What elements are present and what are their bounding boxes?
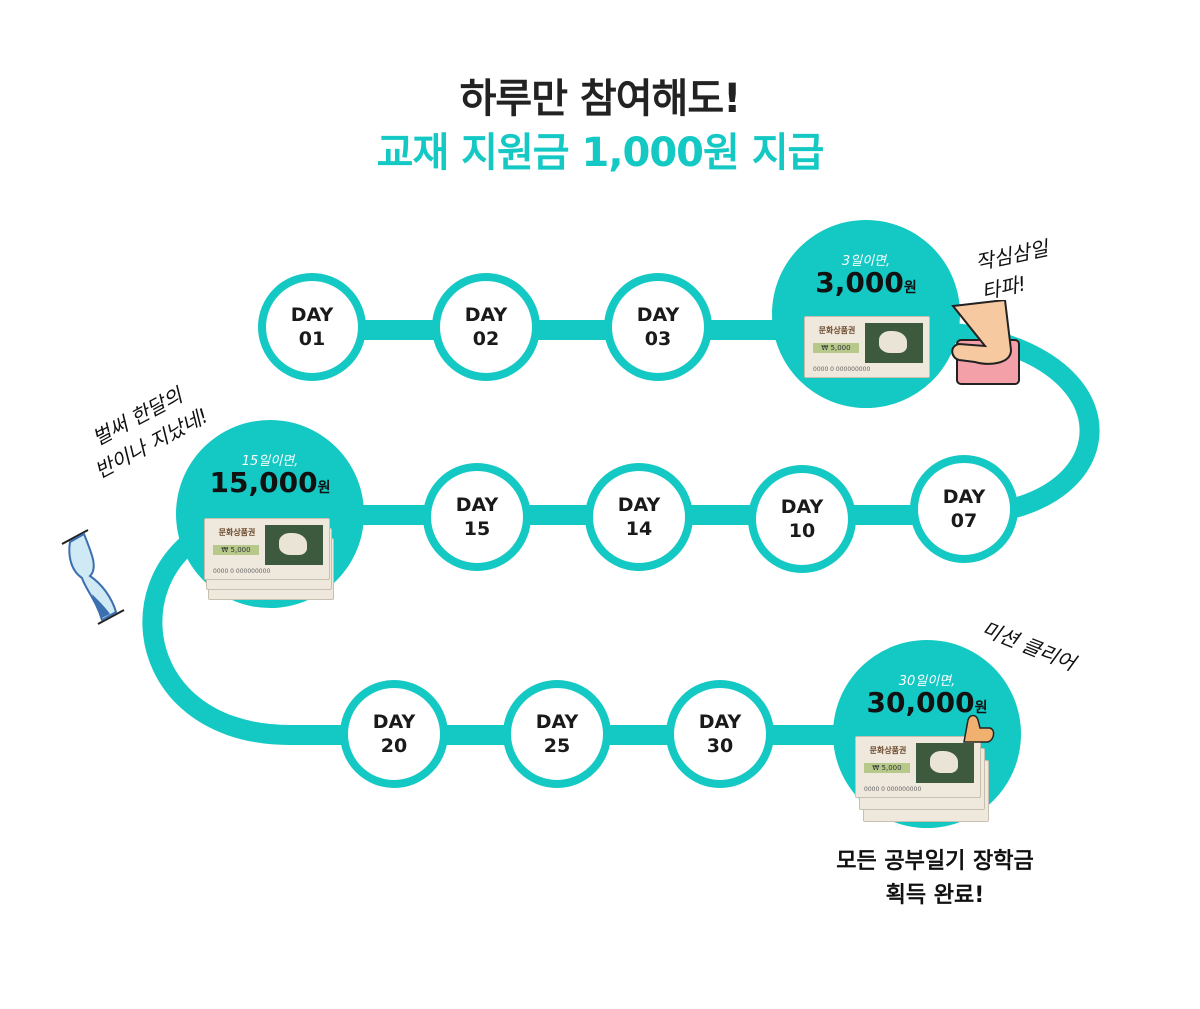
day-label: DAY [372,711,416,733]
day-20-circle: DAY 20 [340,680,448,788]
day-number: 30 [706,735,734,757]
tiger-illustration [265,525,323,565]
hourglass-icon [61,529,125,625]
day-label: DAY [698,711,742,733]
day-label: DAY [617,494,661,516]
day-07-circle: DAY 07 [910,455,1018,563]
headline-primary: 하루만 참여해도! [459,76,742,122]
voucher-serial: 0000 0 000000000 [213,568,271,575]
day-label: DAY [464,304,508,326]
prize-3-days: 3일이면, 3,000원 문화상품권 ₩ 5,000 0000 0 000000… [772,220,960,408]
voucher-value: ₩ 5,000 [213,545,259,555]
day-number: 15 [463,518,491,540]
day-03-circle: DAY 03 [604,273,712,381]
voucher-title: 문화상품권 [218,528,256,537]
prize-amount: 30,000원 [866,686,988,719]
prize-note: 3일이면, [841,254,891,269]
day-01-circle: DAY 01 [258,273,366,381]
day-number: 02 [472,328,500,350]
day-label: DAY [636,304,680,326]
completion-line-2: 획득 완료! [885,883,985,908]
day-number: 14 [625,518,653,540]
day-02-circle: DAY 02 [432,273,540,381]
prize-amount: 3,000원 [815,266,917,299]
pointing-hand-icon [963,714,995,743]
voucher-serial: 0000 0 000000000 [864,786,922,793]
day-number: 03 [644,328,672,350]
prize-note: 30일이면, [898,674,956,689]
day-30-circle: DAY 30 [666,680,774,788]
gift-voucher: 문화상품권 ₩ 5,000 0000 0 000000000 [855,736,981,798]
prize-note: 15일이면, [241,454,299,469]
day-number: 07 [950,510,978,532]
day-label: DAY [290,304,334,326]
voucher-title: 문화상품권 [869,746,907,755]
day-number: 20 [380,735,408,757]
tiger-illustration [916,743,974,783]
voucher-value: ₩ 5,000 [864,763,910,773]
day-10-circle: DAY 10 [748,465,856,573]
book-icon [951,300,1020,385]
day-label: DAY [535,711,579,733]
completion-message: 모든 공부일기 장학금 획득 완료! [820,845,1050,913]
voucher-title: 문화상품권 [818,326,856,335]
day-25-circle: DAY 25 [503,680,611,788]
completion-line-1: 모든 공부일기 장학금 [836,849,1034,874]
prize-amount: 15,000원 [209,466,331,499]
gift-voucher: 문화상품권 ₩ 5,000 0000 0 000000000 [804,316,930,378]
headline-accent: 교재 지원금 1,000원 지급 [376,130,825,176]
gift-voucher: 문화상품권 ₩ 5,000 0000 0 000000000 [204,518,330,580]
day-label: DAY [942,486,986,508]
day-14-circle: DAY 14 [585,463,693,571]
day-number: 10 [788,520,816,542]
tiger-illustration [865,323,923,363]
voucher-serial: 0000 0 000000000 [813,366,871,373]
voucher-value: ₩ 5,000 [813,343,859,353]
day-label: DAY [780,496,824,518]
day-15-circle: DAY 15 [423,463,531,571]
day-label: DAY [455,494,499,516]
prize-15-days: 15일이면, 15,000원 문화상품권 ₩ 5,000 0000 0 0000… [176,420,364,608]
day-number: 01 [298,328,326,350]
day-number: 25 [543,735,571,757]
